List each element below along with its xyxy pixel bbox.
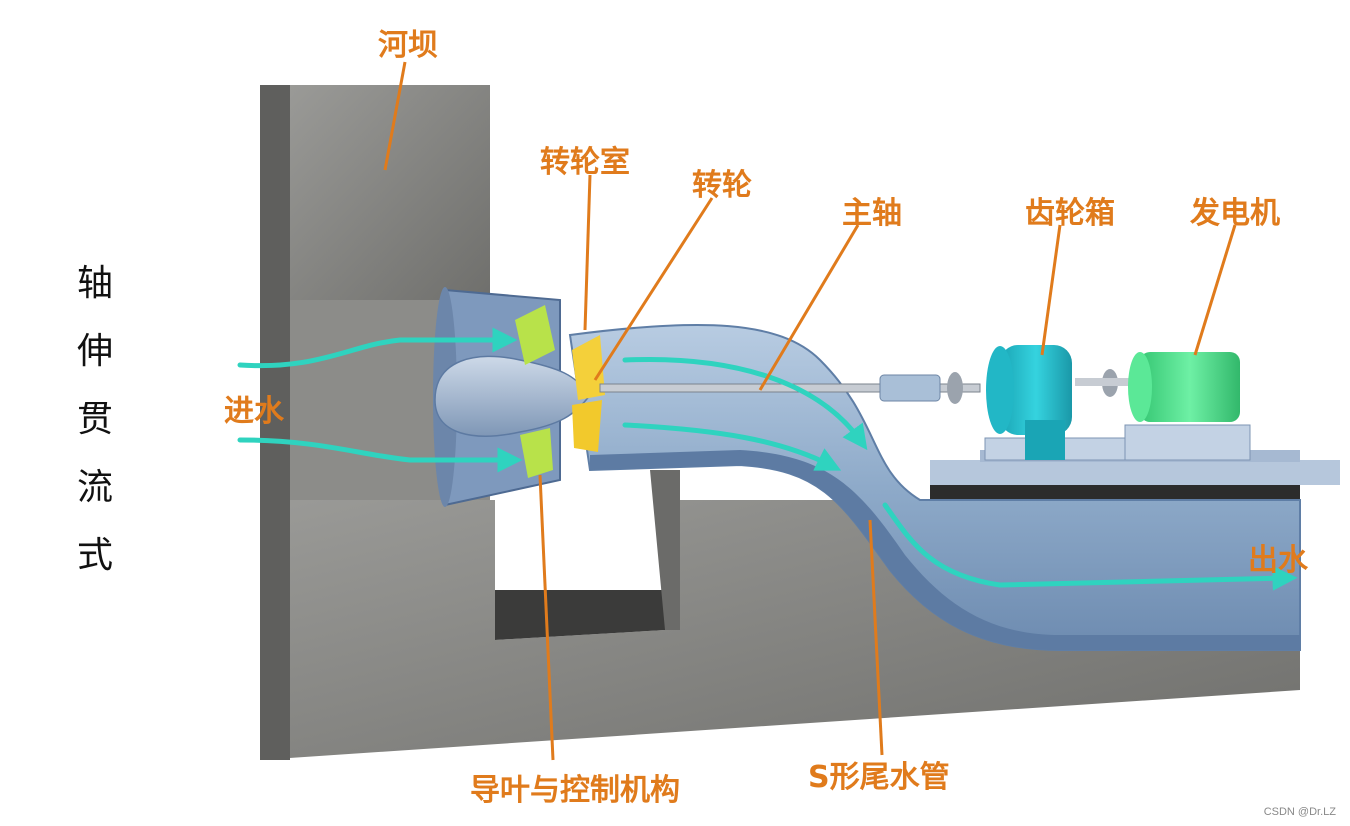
bulb-housing: [434, 355, 591, 437]
label-water-in: 进水: [224, 394, 284, 429]
runner-blades: [572, 335, 605, 452]
vertical-title-char: 轴: [76, 263, 113, 304]
water-flow: [237, 327, 1298, 591]
label-draft-tube: S形尾水管: [808, 760, 950, 795]
generator: [1124, 352, 1251, 461]
vertical-title: 轴 伸 贯 流 式: [60, 250, 130, 590]
vertical-title-char: 式: [76, 535, 113, 576]
label-runner: 转轮: [692, 168, 752, 203]
gearbox: [984, 345, 1126, 461]
guide-vanes: [515, 305, 555, 478]
vertical-title-char: 流: [76, 467, 113, 508]
label-water-out: 出水: [1248, 543, 1308, 578]
label-dam: 河坝: [378, 28, 438, 63]
label-main-shaft: 主轴: [842, 196, 902, 231]
label-generator: 发电机: [1190, 196, 1280, 231]
label-guide-vane: 导叶与控制机构: [470, 773, 680, 808]
leader-lines: [383, 61, 1237, 761]
watermark: CSDN @Dr.LZ: [1263, 806, 1336, 818]
vertical-title-char: 伸: [76, 331, 113, 372]
label-runner-chamber: 转轮室: [540, 145, 630, 180]
label-gearbox: 齿轮箱: [1025, 196, 1115, 231]
draft-tube: [568, 323, 1301, 651]
vertical-title-char: 贯: [76, 399, 113, 440]
